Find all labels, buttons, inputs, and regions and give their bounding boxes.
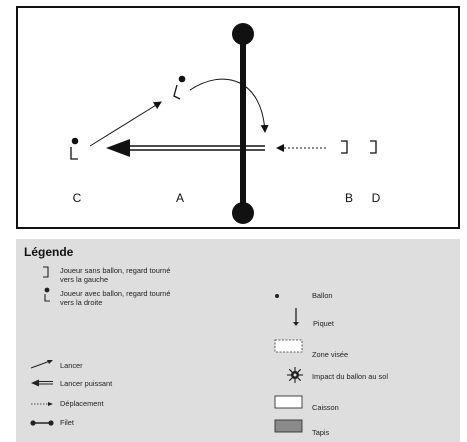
player-without-ball-icon: [43, 266, 49, 278]
net-post-bottom: [232, 202, 254, 224]
legend-label-player-with-ball: Joueur avec ballon, regard tourné vers l…: [60, 289, 171, 307]
position-label-c: C: [73, 191, 82, 205]
player-with-ball-icon: [44, 287, 50, 302]
mat-swatch: [274, 419, 303, 433]
legend-label-movement: Déplacement: [60, 399, 104, 408]
legend-label-net: Filet: [60, 418, 74, 427]
curved-throw-arrow: [189, 78, 269, 133]
player-d-without-ball: [370, 140, 377, 154]
legend-label-throw: Lancer: [60, 361, 83, 370]
legend-label-ball-impact: Impact du ballon au sol: [312, 372, 389, 381]
ball-impact-icon: [287, 367, 303, 383]
movement-arrow: [276, 144, 326, 152]
player-mid-with-ball: [173, 75, 186, 100]
net-post-top: [232, 23, 254, 45]
stake-icon: [293, 308, 299, 326]
legend-label-ball: Ballon: [312, 291, 333, 300]
legend-label-stake: Piquet: [313, 319, 334, 328]
legend-label-box: Caisson: [312, 403, 339, 412]
diagram-panel: C A B D: [16, 6, 460, 229]
net-icon: [30, 420, 54, 426]
player-b-without-ball: [341, 140, 348, 154]
target-zone-icon: [274, 339, 303, 353]
legend-label-mat: Tapis: [312, 428, 330, 437]
player-c-with-ball: [70, 137, 79, 160]
position-label-b: B: [345, 191, 353, 205]
legend-label-player-without-ball: Joueur sans ballon, regard tourné vers l…: [60, 266, 171, 284]
ball-icon: [275, 294, 279, 298]
throw-icon: [30, 360, 53, 369]
throw-arrow: [89, 101, 162, 147]
powerful-throw-icon: [31, 379, 53, 387]
legend-panel: Légende Joueur sans ballon, regard tourn…: [16, 239, 460, 442]
movement-icon: [31, 402, 53, 406]
powerful-throw-arrow: [106, 139, 265, 157]
mat-icon: [274, 419, 303, 433]
position-label-a: A: [176, 191, 184, 205]
legend-label-powerful-throw: Lancer puissant: [60, 379, 113, 388]
position-label-d: D: [372, 191, 381, 205]
court-diagram: C A B D: [70, 23, 381, 224]
net: [232, 23, 254, 224]
legend-title: Légende: [24, 245, 74, 259]
legend-label-target-zone: Zone visée: [312, 350, 349, 359]
box-icon: [274, 395, 303, 409]
